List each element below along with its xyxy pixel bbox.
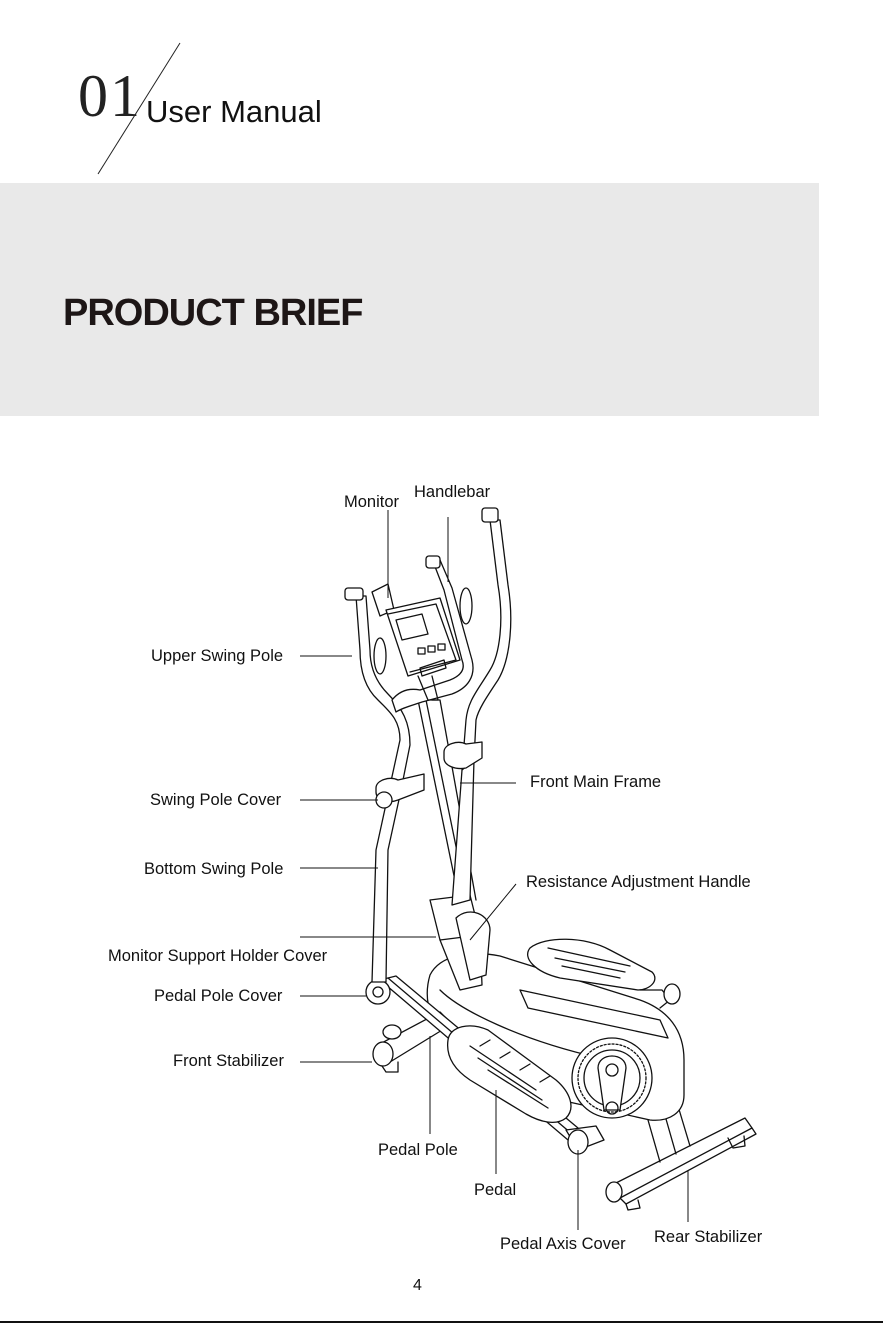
label-handlebar: Handlebar <box>414 484 490 501</box>
label-monitor: Monitor <box>344 494 399 511</box>
label-rear-stabilizer: Rear Stabilizer <box>654 1229 762 1246</box>
resistance-adjustment-handle-leader <box>470 884 516 940</box>
label-bottom-swing-pole: Bottom Swing Pole <box>144 861 283 878</box>
label-resistance-adjustment-handle: Resistance Adjustment Handle <box>526 874 751 891</box>
label-pedal: Pedal <box>474 1182 516 1199</box>
label-monitor-support-holder-cover: Monitor Support Holder Cover <box>108 948 327 965</box>
label-pedal-axis-cover: Pedal Axis Cover <box>500 1236 626 1253</box>
label-front-stabilizer: Front Stabilizer <box>173 1053 284 1070</box>
label-upper-swing-pole: Upper Swing Pole <box>151 648 283 665</box>
label-pedal-pole: Pedal Pole <box>378 1142 458 1159</box>
label-front-main-frame: Front Main Frame <box>530 774 661 791</box>
label-swing-pole-cover: Swing Pole Cover <box>150 792 281 809</box>
page-number: 4 <box>413 1277 422 1295</box>
label-pedal-pole-cover: Pedal Pole Cover <box>154 988 282 1005</box>
rear-stabilizer-part <box>606 1106 756 1210</box>
footer-rule <box>0 1321 883 1323</box>
